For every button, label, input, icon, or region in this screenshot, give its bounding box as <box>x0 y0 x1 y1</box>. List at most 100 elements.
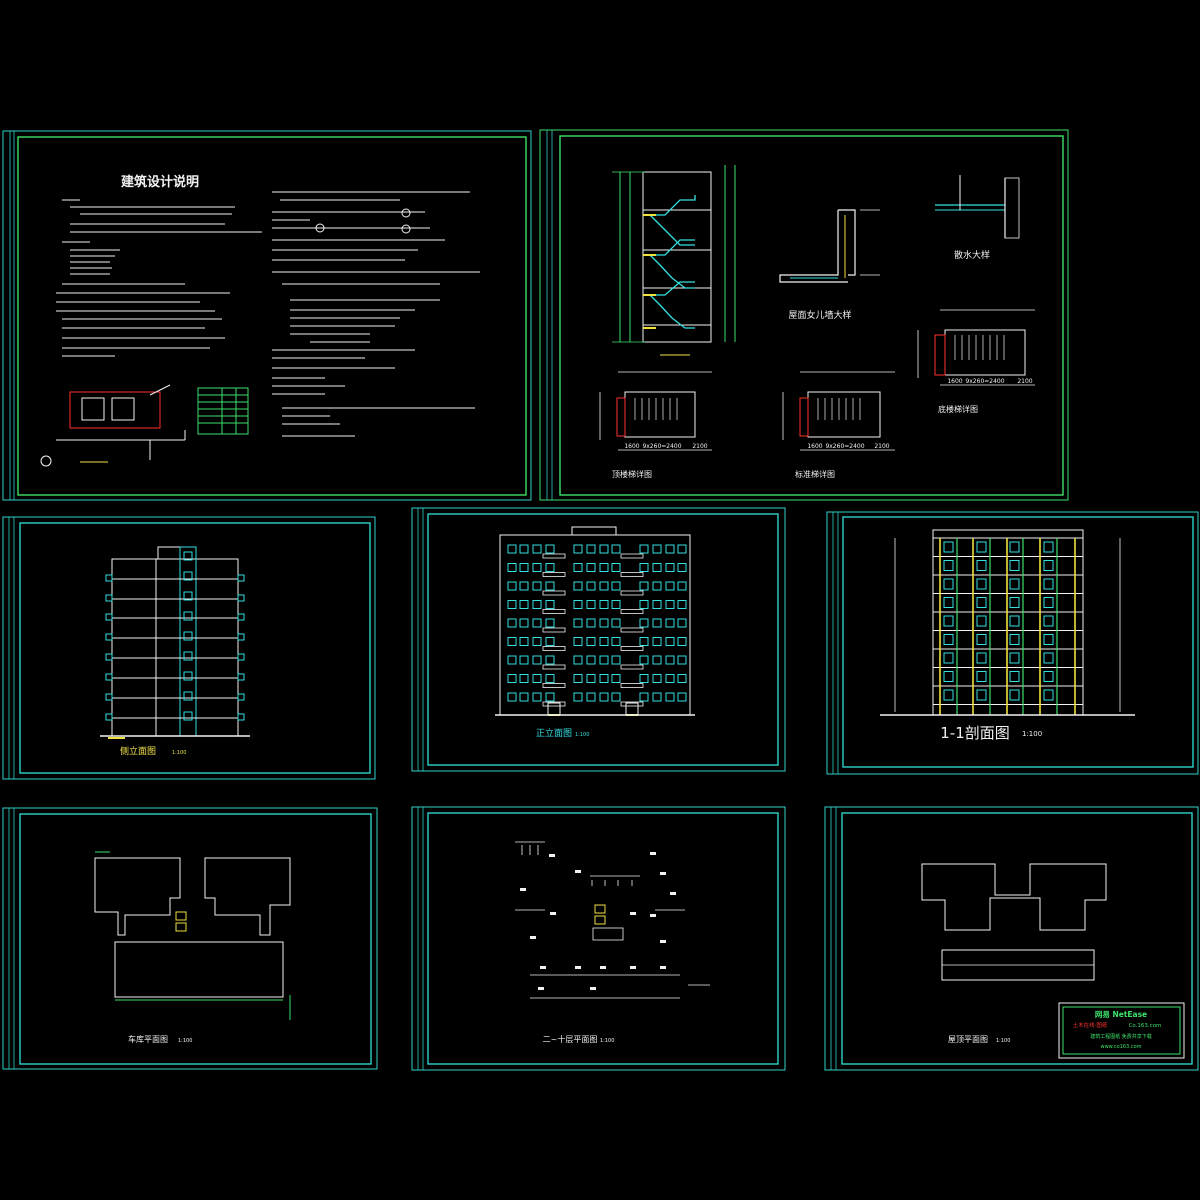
front-window <box>545 637 555 646</box>
dim-run-b: 9x260=2400 <box>642 443 681 450</box>
front-window <box>545 563 555 572</box>
side-elevation-title: 侧立面图 <box>120 745 156 757</box>
area-table <box>197 387 249 435</box>
dim-1600-b: 1600 <box>624 443 639 450</box>
front-elevation-scale: 1:100 <box>575 732 589 738</box>
front-window <box>545 692 555 702</box>
front-window <box>639 581 649 591</box>
front-balcony <box>620 627 644 633</box>
front-window <box>586 563 596 572</box>
front-window <box>639 674 649 683</box>
front-window <box>665 544 675 554</box>
stair-plan-top: 1600 9x260=2400 2100 顶楼梯详图 <box>599 371 712 479</box>
front-window <box>611 655 621 665</box>
front-window <box>573 563 583 572</box>
sheet-design-notes: 建筑设计说明 <box>2 130 532 501</box>
sheet-ground-plan: 车库平面图 1:100 <box>2 807 378 1070</box>
front-window <box>532 581 542 591</box>
front-window <box>545 655 555 665</box>
front-window <box>639 544 649 554</box>
front-window <box>639 563 649 572</box>
sheet-roof-plan: 屋顶平面图 1:100 网易 NetEase 土木在线·图纸 Co.163.co… <box>824 806 1199 1071</box>
front-window <box>532 544 542 554</box>
roof-plan-scale: 1:100 <box>996 1038 1010 1044</box>
front-window <box>573 581 583 591</box>
dim-1600-a: 1600 <box>947 378 962 385</box>
section-opening <box>1043 689 1054 701</box>
front-balcony <box>542 609 566 614</box>
front-window <box>586 674 596 683</box>
front-window <box>677 600 687 609</box>
front-window <box>677 692 687 702</box>
section-opening <box>976 597 987 608</box>
front-window <box>652 637 662 646</box>
side-elevation-scale: 1:100 <box>172 750 186 756</box>
front-window <box>507 544 517 554</box>
section-scale: 1:100 <box>1022 730 1042 738</box>
stamp-line1: 土木在线·图纸 <box>1073 1021 1108 1029</box>
section-opening <box>943 634 954 645</box>
site-plan <box>40 384 186 467</box>
front-window <box>652 674 662 683</box>
front-window <box>532 655 542 665</box>
section-opening <box>943 671 954 682</box>
dim-run-a: 9x260=2400 <box>965 378 1004 385</box>
front-window <box>586 637 596 646</box>
front-balcony <box>542 646 566 651</box>
section-opening <box>943 615 954 627</box>
front-window <box>532 563 542 572</box>
front-window <box>586 618 596 628</box>
front-balcony <box>542 664 566 670</box>
section-opening <box>976 615 987 627</box>
section-opening <box>976 652 987 664</box>
front-window <box>507 581 517 591</box>
front-window <box>573 544 583 554</box>
front-window <box>639 655 649 665</box>
sheet-section: 1-1剖面图 1:100 <box>826 511 1199 775</box>
front-elevation-windows <box>507 544 687 707</box>
front-window <box>573 674 583 683</box>
section-opening <box>1009 541 1020 553</box>
front-window <box>611 674 621 683</box>
section-opening <box>943 578 954 590</box>
front-window <box>519 600 529 609</box>
section-opening <box>1043 615 1054 627</box>
front-window <box>677 637 687 646</box>
front-window <box>507 637 517 646</box>
section-title: 1-1剖面图 <box>940 724 1010 742</box>
netease-stamp: 网易 NetEase 土木在线·图纸 Co.163.com 建筑工程图纸 免费共… <box>1058 1002 1185 1059</box>
front-window <box>652 600 662 609</box>
front-window <box>665 563 675 572</box>
front-window <box>652 655 662 665</box>
section-opening <box>1009 615 1020 627</box>
section-opening <box>1043 578 1054 590</box>
dim-2100-b: 2100 <box>692 443 707 450</box>
section-floor-grid <box>933 537 1083 715</box>
plan-std-title: 标准梯详图 <box>795 469 835 479</box>
front-balcony <box>620 609 644 614</box>
front-window <box>599 655 609 665</box>
front-window <box>652 544 662 554</box>
front-window <box>519 563 529 572</box>
front-window <box>639 618 649 628</box>
front-window <box>599 581 609 591</box>
front-window <box>586 544 596 554</box>
front-window <box>665 692 675 702</box>
section-opening <box>1009 671 1020 682</box>
parapet-detail-title: 屋面女儿墙大样 <box>788 309 851 321</box>
front-window <box>599 563 609 572</box>
parapet-detail: 屋面女儿墙大样 <box>779 209 880 321</box>
section-opening <box>1009 652 1020 664</box>
front-window <box>573 637 583 646</box>
plan-ground-title: 底楼梯详图 <box>938 404 978 414</box>
sheet-stair-details: 屋面女儿墙大样 散水大样 1600 9x260=2400 <box>539 129 1069 501</box>
stamp-line3: 建筑工程图纸 免费共享下载 <box>1090 1033 1152 1040</box>
front-window <box>532 674 542 683</box>
front-window <box>665 674 675 683</box>
section-opening <box>1043 541 1054 553</box>
front-window <box>545 544 555 554</box>
front-window <box>652 692 662 702</box>
side-elevation-building <box>111 546 239 737</box>
front-window <box>586 581 596 591</box>
front-balcony <box>620 590 644 596</box>
